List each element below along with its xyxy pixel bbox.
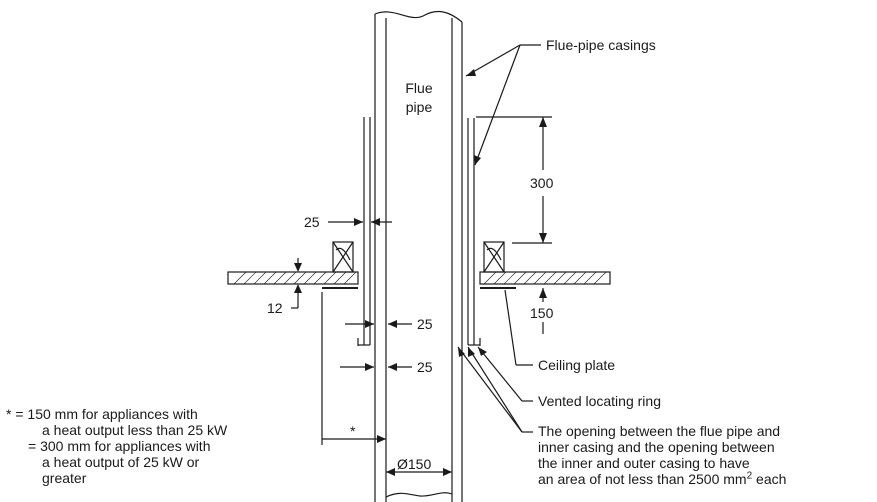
footnote: * = 150 mm for appliances with a heat ou… [6, 406, 227, 486]
opening-note: The opening between the flue pipe and in… [538, 423, 786, 487]
footnote-line-4: a heat output of 25 kW or [42, 454, 200, 470]
opening-note-line-4: an area of not less than 2500 mm2 each [538, 471, 786, 487]
dim-star [321, 292, 386, 445]
dim-star-label: * [350, 423, 356, 439]
dim-25-mid-label: 25 [417, 316, 433, 332]
dim-300-label: 300 [530, 175, 554, 191]
leader-opening [457, 346, 533, 433]
ceiling-right [479, 271, 611, 285]
leader-vented-ring [477, 346, 533, 402]
left-casings [357, 117, 371, 346]
opening-note-line-2: inner casing and the opening between [538, 439, 775, 455]
ceiling-plate-label: Ceiling plate [538, 357, 616, 373]
dim-25-top-label: 25 [304, 214, 320, 230]
joist-right [483, 241, 505, 273]
opening-note-area: an area of not less than 2500 mm [538, 471, 747, 487]
flue-pipe-label-2: pipe [405, 99, 433, 115]
opening-note-superscript: 2 [746, 470, 753, 482]
right-casings [467, 118, 481, 346]
dim-25-low-label: 25 [417, 359, 433, 375]
dim-150-label: 150 [530, 305, 554, 321]
footnote-line-2: a heat output less than 25 kW [42, 422, 228, 438]
flue-pipe-label-1: Flue [405, 80, 433, 96]
footnote-line-3: = 300 mm for appliances with [28, 438, 211, 454]
footnote-line-5: greater [42, 470, 87, 486]
opening-note-each: each [752, 471, 787, 487]
pipe-break-bottom [385, 492, 453, 498]
vented-ring-label: Vented locating ring [538, 393, 661, 409]
opening-note-line-3: the inner and outer casing to have [538, 455, 750, 471]
leader-ceiling-plate [504, 289, 533, 366]
casings-label: Flue-pipe casings [546, 37, 656, 53]
opening-note-line-1: The opening between the flue pipe and [538, 423, 781, 439]
joist-left [332, 241, 354, 273]
pipe-break-top [374, 10, 463, 23]
dim-diameter-label: Ø150 [397, 456, 432, 472]
footnote-line-1: * = 150 mm for appliances with [6, 406, 198, 422]
ceiling-left [227, 271, 359, 285]
leader-casings [465, 44, 541, 166]
dim-12-label: 12 [267, 300, 283, 316]
flue-pipe-walls [374, 14, 463, 502]
